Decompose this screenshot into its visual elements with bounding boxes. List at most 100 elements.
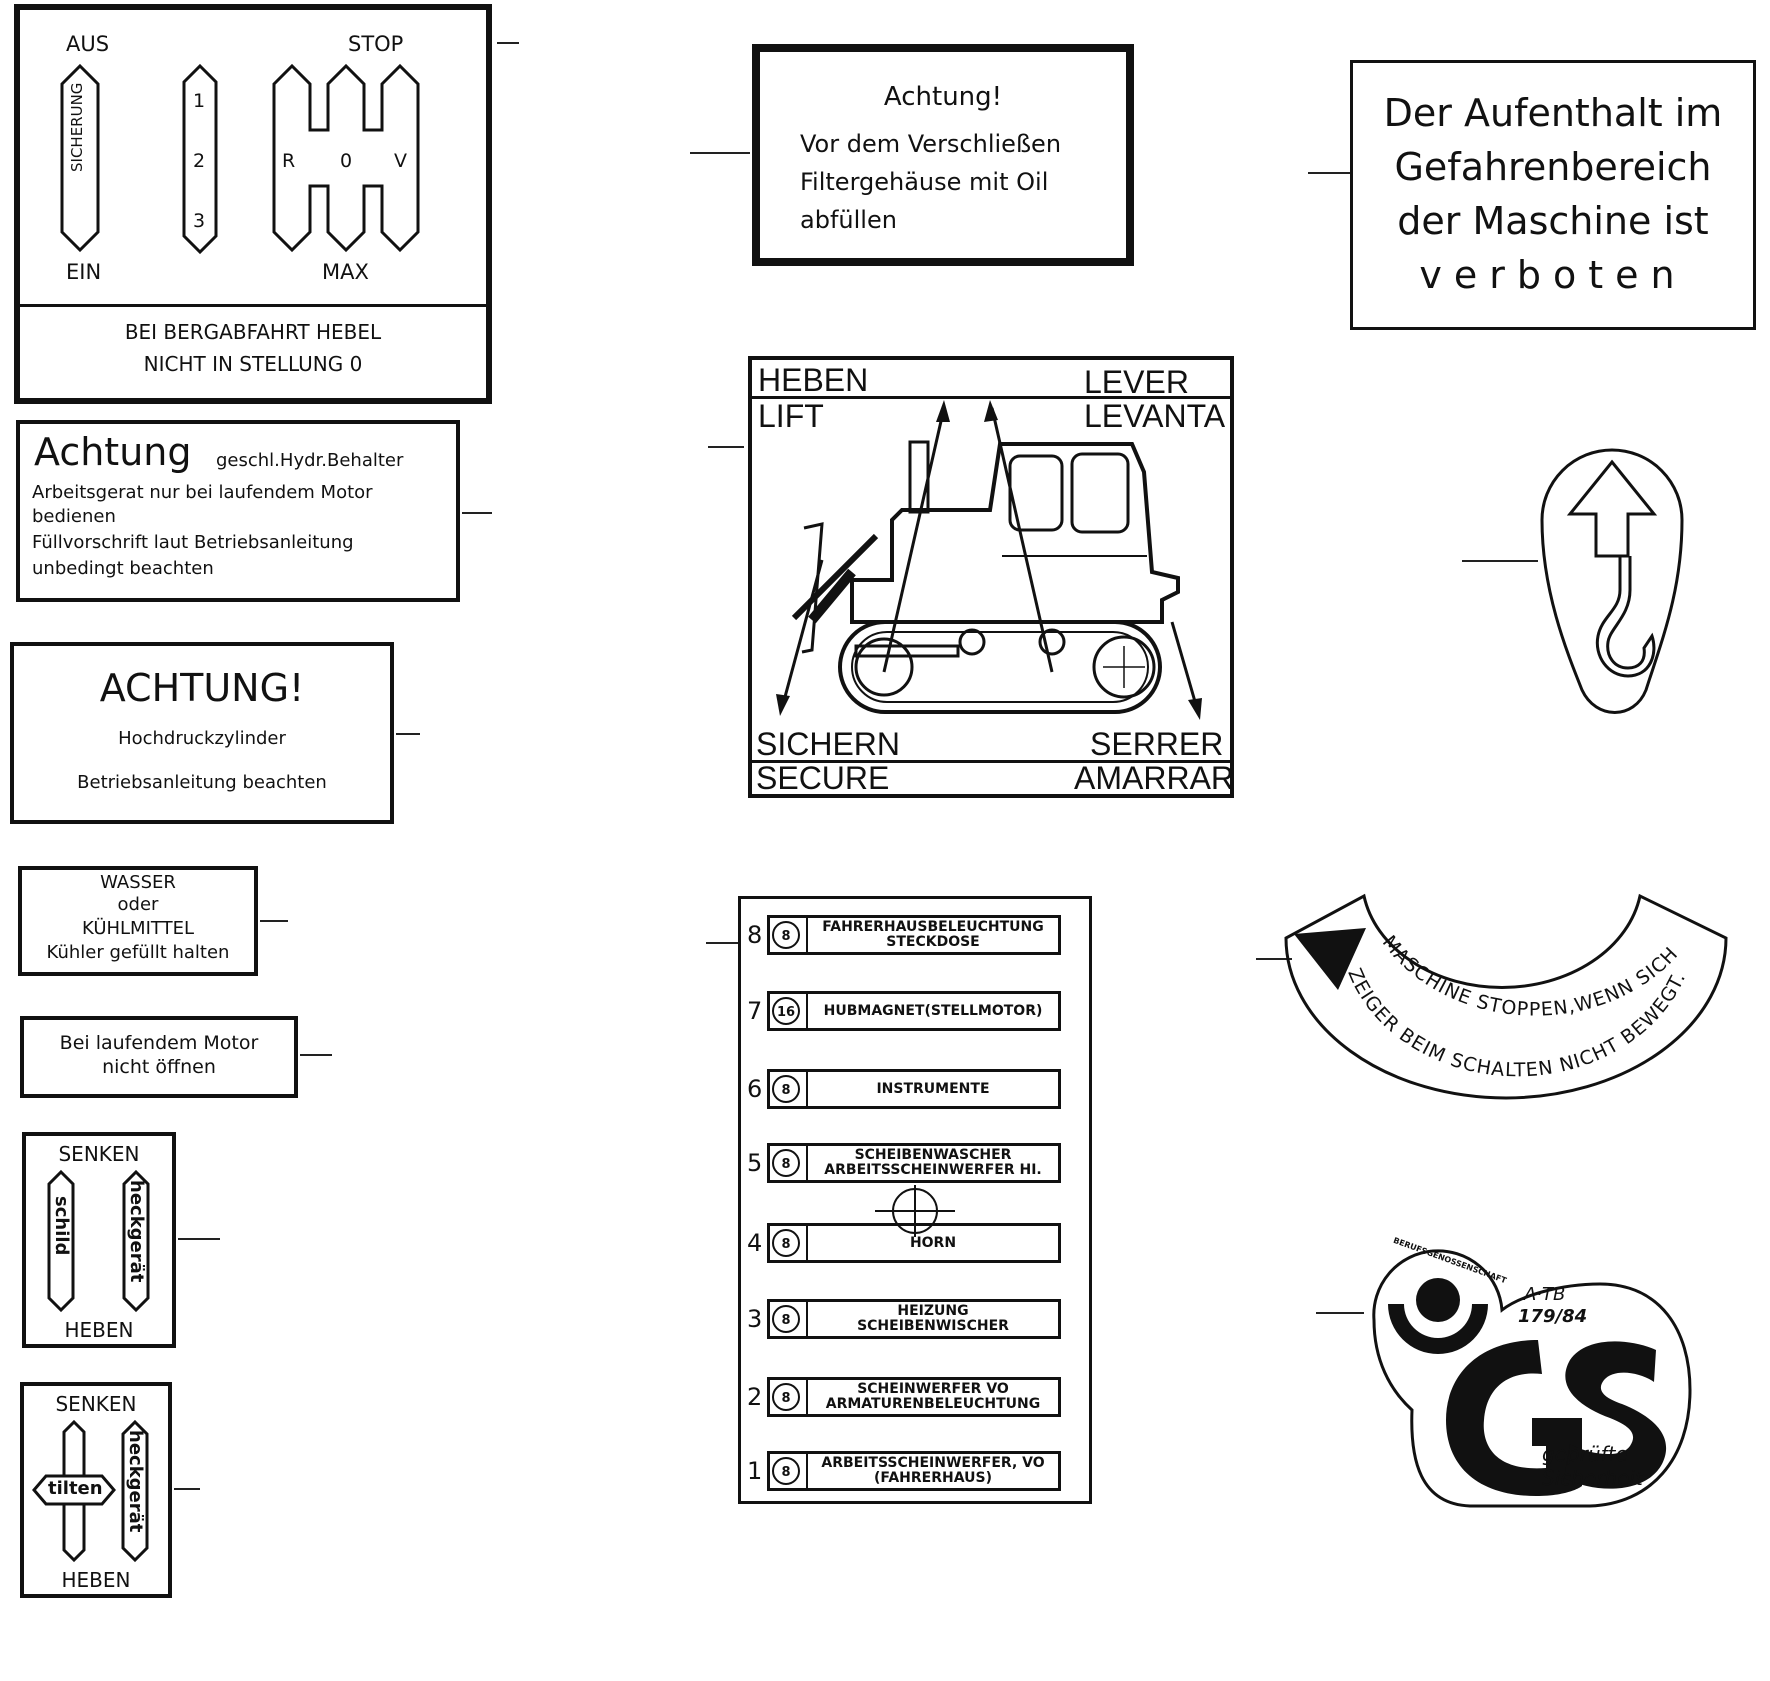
hydr-line-4: unbedingt beachten	[32, 558, 214, 579]
gear-plate-divider	[20, 304, 486, 307]
ein-label: EIN	[66, 260, 102, 284]
fuse-number: 2	[747, 1383, 763, 1411]
schild-heben-label: HEBEN	[64, 1318, 134, 1342]
h-gate-shape	[272, 63, 420, 253]
dozer-lifting-plate: HEBEN LIFT LEVER LEVANTA	[748, 356, 1234, 798]
fuse-label-1: HORN	[909, 1234, 957, 1251]
gear-1-label: 1	[193, 90, 206, 112]
serrer-label: SERRER	[1090, 726, 1224, 762]
fuse-number: 5	[747, 1149, 763, 1177]
danger-zone-plate: Der Aufenthalt im Gefahrenbereich der Ma…	[1350, 60, 1756, 330]
wasser-line-1: WASSER	[100, 872, 176, 893]
neutral-label: 0	[340, 150, 353, 172]
filter-title: Achtung!	[883, 82, 1003, 112]
gs-code-label: 179/84	[1518, 1306, 1588, 1327]
fuse-number: 8	[747, 921, 763, 949]
fuse-label-1: SCHEINWERFER VO	[857, 1381, 1009, 1397]
fuse-amp-rating: 8	[772, 921, 800, 949]
arc-warning-label: MASCHINE STOPPEN,WENN SICH ZEIGER BEIM S…	[1284, 893, 1728, 1100]
hydr-line-2: bedienen	[32, 506, 116, 527]
gear-2-label: 2	[193, 150, 206, 172]
secure-label: SECURE	[756, 760, 890, 796]
leader-line	[462, 512, 492, 514]
leader-line	[300, 1054, 332, 1056]
hydr-line-1: Arbeitsgerat nur bei laufendem Motor	[32, 482, 373, 503]
arc-outer-text: MASCHINE STOPPEN,WENN SICH	[1378, 931, 1683, 1020]
leader-line	[1462, 560, 1538, 562]
hydr-line-3: Füllvorschrift laut Betriebsanleitung	[32, 532, 354, 553]
leader-line	[1308, 172, 1350, 174]
blade-lever-plate: SENKEN schild heckgerät HEBEN	[22, 1132, 176, 1348]
hydr-subtitle: geschl.Hydr.Behalter	[216, 450, 404, 471]
dozer-top-rule-1	[752, 396, 1230, 399]
fuse-number: 7	[747, 997, 763, 1025]
hydraulic-tank-plate: Achtung geschl.Hydr.Behalter Arbeitsgera…	[16, 420, 460, 602]
gear-warning-line-1: BEI BERGABFAHRT HEBEL	[124, 320, 382, 344]
filter-line-2: Filtergehäuse mit Oil	[800, 168, 1049, 196]
danger-line-1: Der Aufenthalt im	[1383, 91, 1723, 135]
hochdruck-line-1: Hochdruckzylinder	[118, 728, 286, 749]
fuse-number: 6	[747, 1075, 763, 1103]
fuse-label-1: SCHEIBENWASCHER	[854, 1147, 1012, 1163]
gs-line-1: geprüfte	[1542, 1442, 1628, 1466]
fuse-label-1: INSTRUMENTE	[876, 1080, 990, 1097]
schild-right-label: heckgerät	[126, 1180, 147, 1283]
tilten-heben-label: HEBEN	[61, 1568, 131, 1592]
crosshair-icon	[875, 1185, 955, 1237]
gs-line-2: Sicherheit	[1542, 1466, 1643, 1490]
warning-triangle-icon	[1294, 928, 1366, 990]
fuse-number: 1	[747, 1457, 763, 1485]
tilten-middle-label: tilten	[48, 1478, 103, 1499]
gear-shift-plate: AUS STOP SICHERUNG 1 2 3 R 0 V EIN MAX B…	[14, 4, 492, 404]
gs-s-shape	[1564, 1341, 1667, 1489]
forward-label: V	[394, 150, 407, 172]
fuse-amp-rating: 8	[772, 1305, 800, 1333]
sichern-label: SICHERN	[756, 726, 901, 762]
gs-g-shape	[1446, 1340, 1582, 1496]
filter-line-3: abfüllen	[800, 206, 897, 234]
fuse-number: 4	[747, 1229, 763, 1257]
running-engine-plate: Bei laufendem Motor nicht öffnen	[20, 1016, 298, 1098]
danger-line-4: verboten	[1419, 253, 1687, 297]
gs-atb-label: A·TB	[1524, 1284, 1566, 1305]
wasser-line-2: oder	[117, 894, 159, 915]
leader-line	[396, 733, 420, 735]
fuse-label-1: HEIZUNG	[897, 1303, 969, 1319]
leader-line	[174, 1488, 200, 1490]
leader-line	[706, 942, 742, 944]
gear-warning-line-2: NICHT IN STELLUNG 0	[143, 352, 363, 376]
gs-seal-graphic	[1372, 1249, 1692, 1508]
hydr-title: Achtung	[34, 430, 192, 474]
coolant-plate: WASSER oder KÜHLMITTEL Kühler gefüllt ha…	[18, 866, 258, 976]
dozer-bottom-rule-1	[752, 760, 1230, 763]
leader-line	[1256, 958, 1292, 960]
fuse-amp-rating: 16	[772, 997, 800, 1025]
stop-label: STOP	[348, 32, 404, 56]
fuse-label-2: SCHEIBENWISCHER	[857, 1318, 1009, 1334]
tilten-right-label: heckgerät	[125, 1430, 146, 1533]
wasser-line-3: KÜHLMITTEL	[82, 918, 194, 939]
lift-label: LIFT	[758, 398, 824, 434]
hochdruck-line-2: Betriebsanleitung beachten	[77, 772, 327, 793]
gear-slot-shape	[182, 63, 218, 255]
fuse-label-2: ARMATURENBELEUCHTUNG	[825, 1396, 1041, 1412]
sicherung-label: SICHERUNG	[68, 82, 86, 172]
filter-housing-plate: Achtung! Vor dem Verschließen Filtergehä…	[752, 44, 1134, 266]
amarrar-label: AMARRAR	[1074, 760, 1235, 796]
danger-line-3: der Maschine ist	[1397, 199, 1709, 243]
wasser-line-4: Kühler gefüllt halten	[46, 942, 230, 963]
leader-line	[260, 920, 288, 922]
fuse-label-2: (FAHRERHAUS)	[873, 1470, 992, 1486]
